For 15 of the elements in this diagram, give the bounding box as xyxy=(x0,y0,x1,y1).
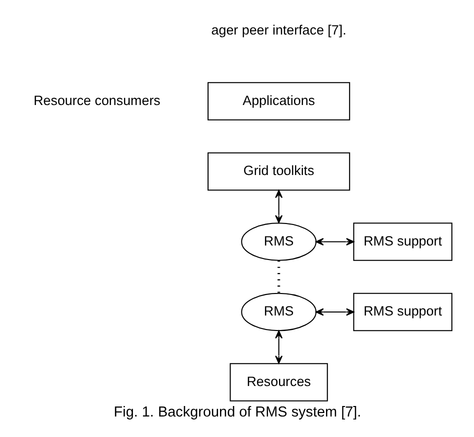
node-box: RMS support xyxy=(352,222,452,261)
node-box: Applications xyxy=(207,82,350,120)
arrow xyxy=(274,190,282,224)
arrow xyxy=(274,330,282,364)
node-box: Grid toolkits xyxy=(207,152,350,191)
node-ellipse: RMS xyxy=(240,222,316,261)
connector xyxy=(277,260,280,293)
arrow xyxy=(315,308,354,316)
node-box: RMS support xyxy=(352,292,452,332)
label: Resource consumers xyxy=(33,92,160,108)
label: ager peer interface [7]. xyxy=(210,22,346,38)
node-ellipse: RMS xyxy=(240,292,316,332)
caption: Fig. 1. Background of RMS system [7]. xyxy=(113,404,361,421)
arrow xyxy=(315,238,354,246)
node-box: Resources xyxy=(229,363,328,402)
